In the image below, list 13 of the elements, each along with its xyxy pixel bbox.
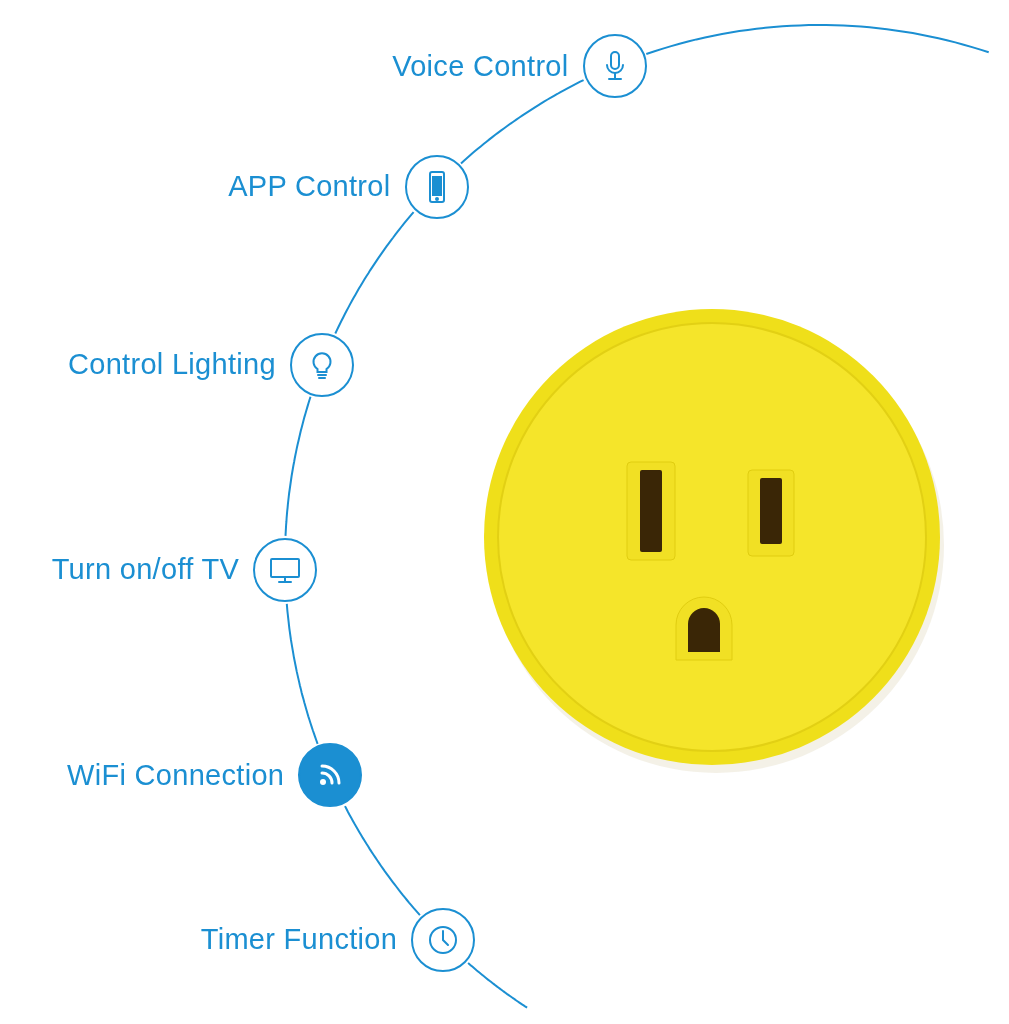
feature-label: WiFi Connection bbox=[67, 758, 285, 792]
arc-line bbox=[460, 79, 585, 165]
arc-line bbox=[467, 962, 529, 1009]
feature-label: APP Control bbox=[228, 170, 391, 204]
arc-line bbox=[284, 395, 312, 537]
arc-line bbox=[285, 602, 319, 745]
feature-label: Voice Control bbox=[392, 49, 569, 83]
feature-label: Control Lighting bbox=[67, 348, 276, 382]
arc-line bbox=[645, 24, 990, 55]
feature-label: Turn on/off TV bbox=[51, 553, 240, 587]
arc-line bbox=[334, 211, 415, 335]
arc-line bbox=[344, 805, 421, 917]
feature-label: Timer Function bbox=[200, 923, 398, 957]
